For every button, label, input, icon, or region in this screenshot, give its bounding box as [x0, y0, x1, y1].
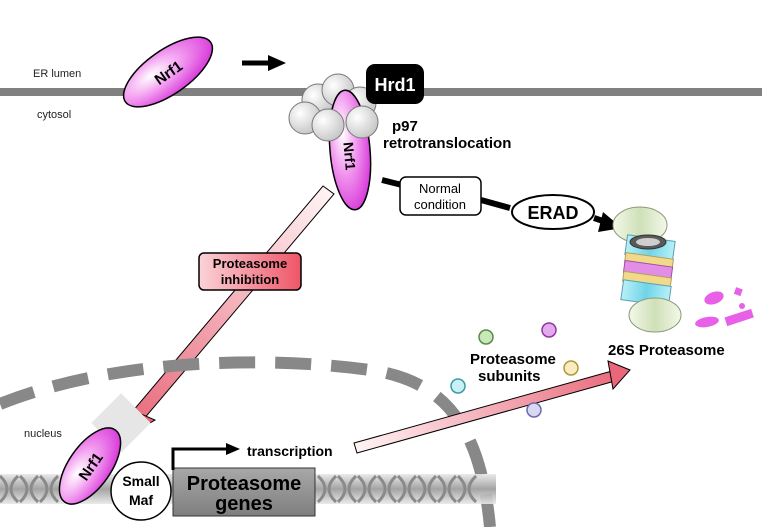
nucleus-label: nucleus — [24, 428, 62, 440]
proteasome-genes-box: Proteasome genes — [172, 467, 316, 517]
p97-front-balls — [311, 105, 379, 142]
erad-ellipse: ERAD — [511, 194, 595, 230]
cytosol-label: cytosol — [37, 109, 71, 121]
transcription-label: transcription — [247, 443, 333, 459]
hrd1-box: Hrd1 — [366, 64, 424, 104]
lumen-arrow — [242, 55, 286, 71]
nucleus-envelope — [0, 356, 496, 527]
subunits-label-line1: Proteasome — [470, 351, 556, 368]
proteasome-genes-line2: genes — [215, 493, 273, 515]
inhibition-label-line1: Proteasome — [213, 256, 287, 271]
small-maf-line1: Small — [122, 473, 159, 489]
normal-label-line1: Normal — [419, 181, 461, 196]
small-maf: Small Maf — [110, 461, 172, 521]
erad-label: ERAD — [527, 203, 578, 223]
proteasome-26s-label: 26S Proteasome — [608, 342, 725, 359]
proteasome-genes-line1: Proteasome — [187, 473, 302, 495]
degraded-fragments — [695, 287, 754, 328]
nrf1-lumen-protein: Nrf1 — [122, 36, 214, 108]
proteasome-inhibition-box: Proteasome inhibition — [198, 252, 302, 291]
transcription-start-arrow — [171, 443, 240, 470]
hrd1-label: Hrd1 — [374, 75, 415, 95]
inhibition-arrow — [117, 185, 335, 441]
subunits-label-line2: subunits — [478, 368, 541, 385]
retrotranslocation-label: retrotranslocation — [383, 135, 511, 152]
inhibition-label-line2: inhibition — [221, 272, 280, 287]
proteasome-subunits — [450, 322, 579, 418]
proteasome-26s — [612, 206, 682, 333]
normal-label-line2: condition — [414, 197, 466, 212]
er-lumen-label: ER lumen — [33, 68, 81, 80]
nrf1-membrane-label: Nrf1 — [340, 141, 358, 171]
assembly-arrow — [353, 360, 631, 454]
small-maf-line2: Maf — [129, 492, 153, 508]
p97-label: p97 — [392, 118, 418, 135]
normal-condition-path — [381, 177, 622, 232]
normal-condition-box: Normal condition — [399, 176, 482, 216]
nrf1-nucleus-protein: Nrf1 — [58, 427, 122, 505]
